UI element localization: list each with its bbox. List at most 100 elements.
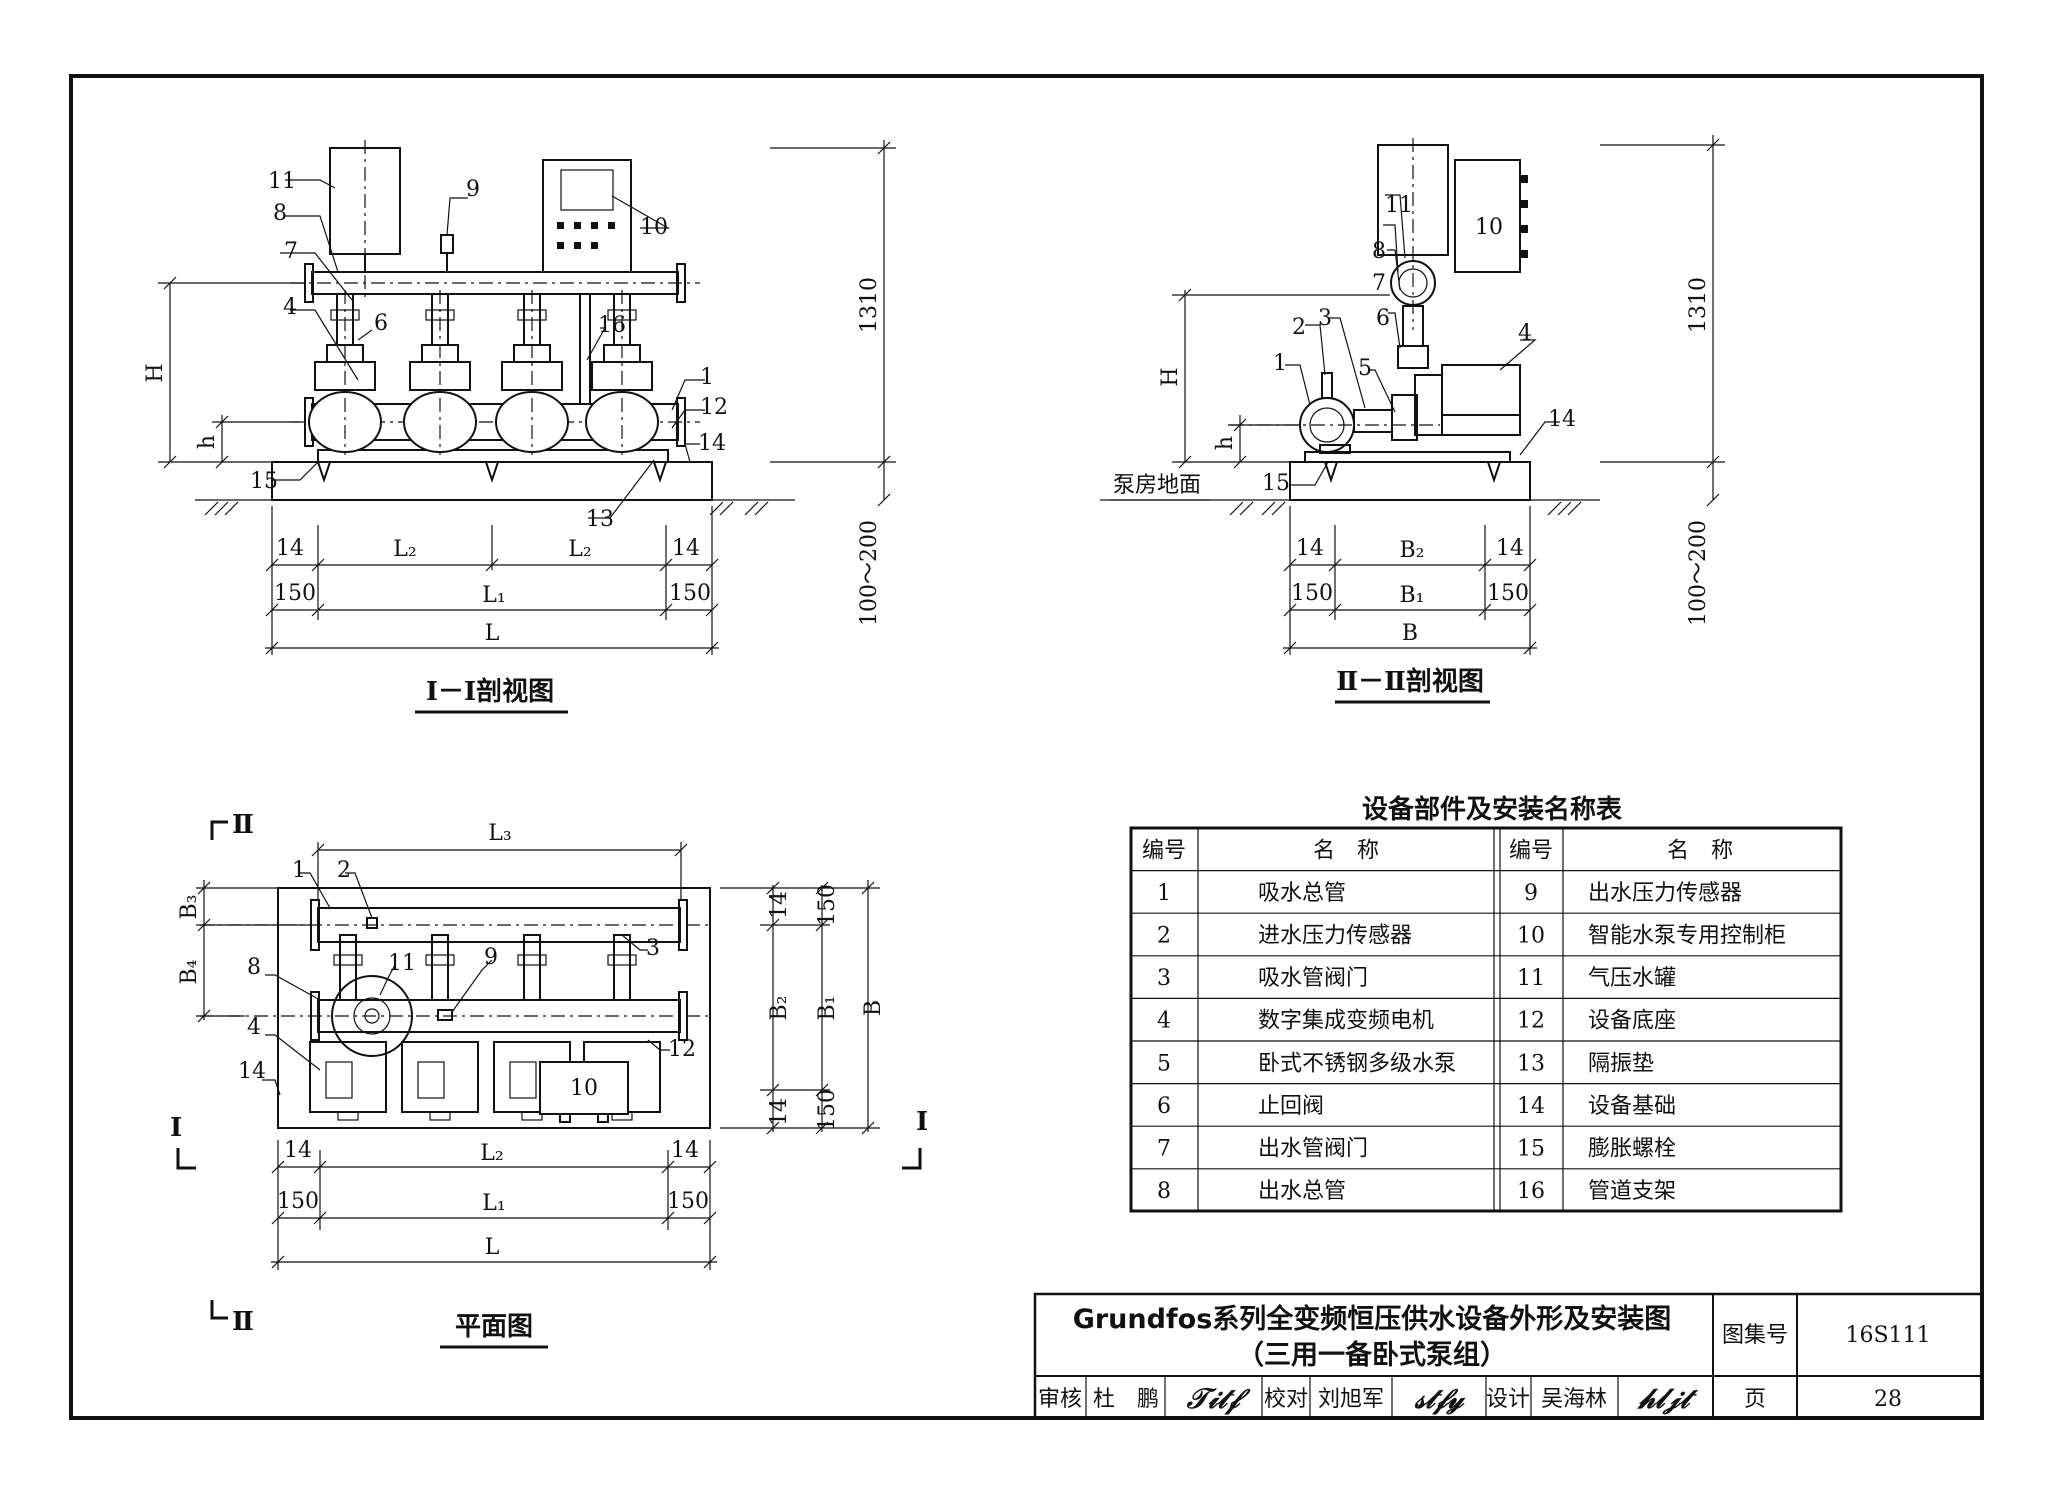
table-cell-r8-c3: 16 [1517,1179,1545,1204]
section-1-pump-1 [308,290,382,455]
table-cell-r8-c4: 管道支架 [1588,1179,1676,1204]
table-cell-r8-c1: 8 [1157,1179,1171,1204]
dim-plan-r150a: 150 [815,884,840,926]
dim-s1-14a: 14 [276,536,304,561]
check-label: 校对 [1264,1387,1308,1412]
callout-plan-8: 8 [247,955,261,980]
review-label: 审核 [1038,1387,1082,1412]
table-cell-r1-c2: 吸水总管 [1258,881,1346,906]
dim-plan-L2: L₂ [480,1141,503,1166]
design-name: 吴海林 [1541,1387,1607,1412]
callout-s1-1: 1 [700,365,714,390]
table-header-3: 编号 [1509,838,1553,863]
dim-plan-B2: B₂ [767,996,792,1021]
dim-plan-B3: B₃ [177,895,202,920]
table-cell-r6-c2: 止回阀 [1258,1094,1324,1119]
caption-section-1: Ⅰ－Ⅰ剖视图 [426,676,554,707]
dim-s1-L2a: L₂ [393,537,416,562]
callout-s1-8: 8 [273,201,287,226]
dim-s1-h: h [195,435,220,449]
check-signature: 𝓈𝓉𝒻𝓎 [1414,1382,1466,1415]
dim-s2-150b: 150 [1487,581,1529,606]
dim-plan-150a: 150 [277,1189,319,1214]
dim-s2-14a: 14 [1296,536,1324,561]
table-cell-r4-c1: 4 [1157,1009,1171,1034]
dim-s1-foundation: 100～200 [857,520,882,626]
table-cell-r3-c3: 11 [1517,966,1545,991]
plan-pump-1 [309,934,387,1121]
callout-s2-1: 1 [1273,351,1287,376]
cut-mark-I-left: Ⅰ [170,1113,182,1143]
section-1-pump-4 [585,290,659,455]
callout-s2-7: 7 [1372,271,1386,296]
dim-s1-L2b: L₂ [568,537,591,562]
table-cell-r1-c1: 1 [1157,881,1171,906]
title-block: Grundfos系列全变频恒压供水设备外形及安装图 （三用一备卧式泵组） 图集号… [1033,1292,1984,1420]
table-cell-r7-c3: 15 [1517,1137,1545,1162]
callout-s1-4: 4 [283,295,297,320]
callout-s1-10: 10 [640,215,668,240]
dim-s2-B1: B₁ [1400,583,1425,608]
table-cell-r5-c3: 13 [1517,1051,1545,1076]
section-2-view: 泵房地面 [1100,135,1725,704]
table-cell-r2-c2: 进水压力传感器 [1258,924,1412,949]
dim-plan-r150b: 150 [815,1089,840,1131]
atlas-number: 16S111 [1845,1323,1930,1348]
dim-plan-r14b: 14 [767,1098,792,1126]
callout-s2-4: 4 [1518,321,1532,346]
table-cell-r6-c3: 14 [1517,1094,1545,1119]
callout-s1-12: 12 [700,395,728,420]
callout-s2-15: 15 [1262,471,1290,496]
table-cell-r1-c3: 9 [1524,881,1538,906]
table-cell-r7-c4: 膨胀螺栓 [1588,1137,1676,1162]
check-name: 刘旭军 [1318,1387,1384,1412]
dim-plan-L1: L₁ [482,1191,505,1216]
design-signature: 𝒽𝓁𝒿𝓉 [1637,1382,1699,1415]
table-header-2: 名 称 [1313,838,1379,863]
callout-s1-6: 6 [374,311,388,336]
dim-s2-H: H [1158,367,1183,386]
table-cell-r2-c1: 2 [1157,924,1171,949]
cut-mark-I-right: Ⅰ [916,1107,928,1137]
dim-s2-foundation: 100～200 [1686,520,1711,626]
callout-plan-2: 2 [337,858,351,883]
table-header-4: 名 称 [1667,838,1733,863]
callout-s1-16: 16 [598,313,626,338]
dim-s2-14b: 14 [1496,536,1524,561]
table-cell-r4-c4: 设备底座 [1588,1009,1676,1034]
dim-s1-L1: L₁ [482,583,505,608]
callout-s1-15: 15 [250,469,278,494]
table-cell-r7-c1: 7 [1157,1137,1171,1162]
dim-plan-14a: 14 [284,1138,312,1163]
atlas-label: 图集号 [1722,1323,1788,1348]
table-cell-r3-c2: 吸水管阀门 [1258,966,1368,991]
table-cell-r4-c3: 12 [1517,1009,1545,1034]
caption-plan: 平面图 [455,1312,533,1342]
cut-mark-II-top: Ⅱ [232,810,254,840]
table-cell-r1-c4: 出水压力传感器 [1588,881,1742,906]
caption-section-2: Ⅱ－Ⅱ剖视图 [1336,666,1484,697]
table-cell-r5-c4: 隔振垫 [1588,1051,1654,1076]
table-cell-r4-c2: 数字集成变频电机 [1258,1009,1434,1034]
table-cell-r6-c4: 设备基础 [1588,1094,1676,1119]
design-label: 设计 [1486,1387,1530,1412]
dim-plan-B: B [861,1000,886,1016]
dim-s2-B2: B₂ [1400,538,1425,563]
review-signature: 𝒯𝒾𝓉𝒻 [1186,1382,1251,1415]
table-cell-r6-c1: 6 [1157,1094,1171,1119]
dim-s2-1310: 1310 [1686,277,1711,333]
section-1-pump-3 [495,290,569,455]
dim-s1-14b: 14 [672,536,700,561]
callout-s1-7: 7 [284,239,298,264]
dim-plan-14b: 14 [671,1138,699,1163]
dim-plan-B1: B₁ [815,996,840,1021]
floor-label: 泵房地面 [1113,473,1201,498]
dim-s1-150b: 150 [669,581,711,606]
dim-s1-1310: 1310 [857,277,882,333]
drawing-title-line2: （三用一备卧式泵组） [1237,1339,1507,1371]
callout-plan-12: 12 [668,1037,696,1062]
callout-s2-5: 5 [1358,356,1372,381]
section-1-pump-2 [403,290,477,455]
callout-s2-6: 6 [1376,306,1390,331]
